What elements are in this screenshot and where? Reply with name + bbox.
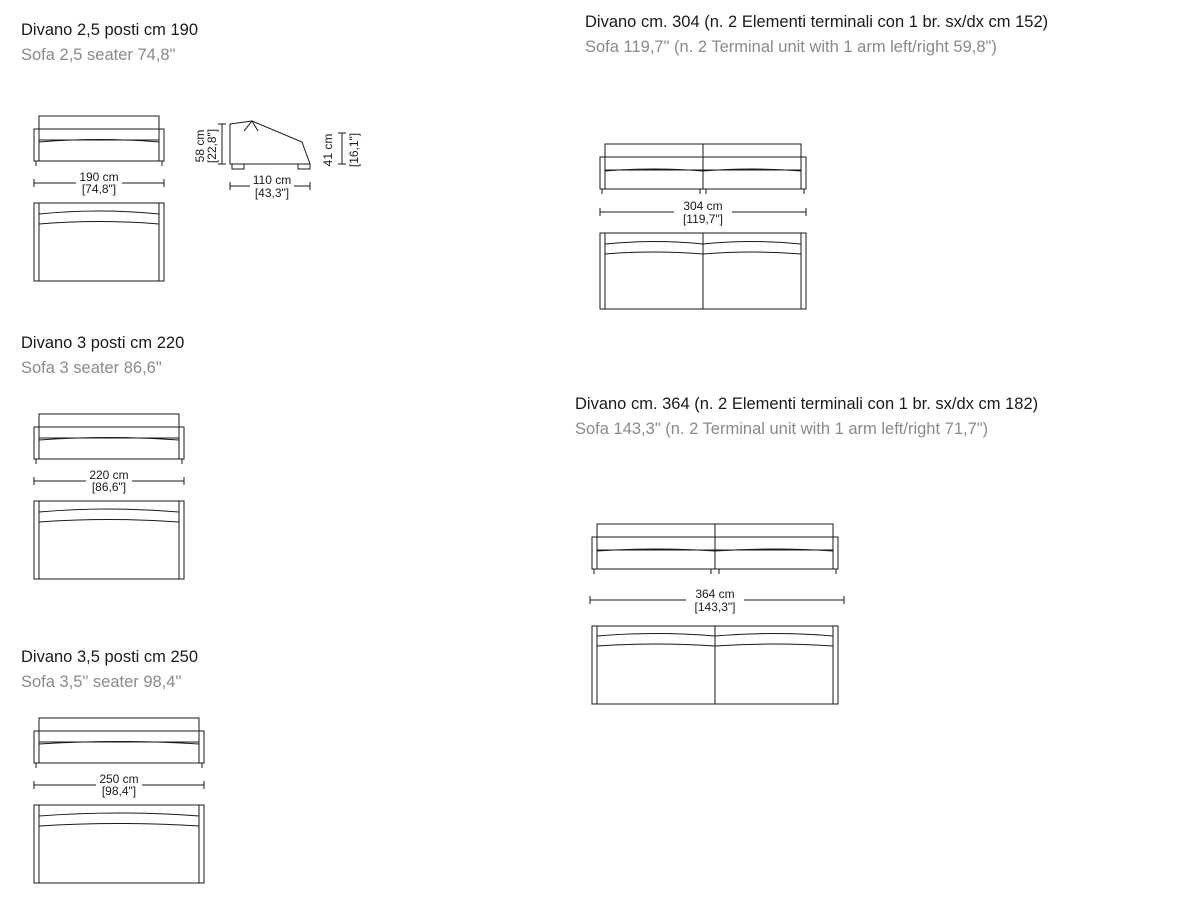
sofa-304-header: Divano cm. 304 (n. 2 Elementi terminali … — [585, 13, 1048, 57]
label-mask — [76, 172, 122, 196]
depth-in-label: [43,3"] — [255, 186, 289, 200]
plan-seat-line — [38, 823, 200, 827]
sofa-364-title: Divano cm. 364 (n. 2 Elementi terminali … — [575, 395, 1039, 413]
width-cm-label: 304 cm — [683, 199, 722, 213]
seat-outline — [33, 426, 185, 460]
sofa-3-seater-header: Divano 3 posti cm 220 Sofa 3 seater 86,6… — [21, 334, 184, 378]
label-mask — [86, 470, 132, 494]
width-in-label: [143,3"] — [695, 600, 736, 614]
sofa-3-5-front-view: 250 cm [98,4"] — [33, 717, 205, 884]
cushion-line — [38, 437, 180, 441]
width-cm-label: 364 cm — [695, 587, 734, 601]
sofa-3-title: Divano 3 posti cm 220 — [21, 334, 185, 352]
leg-right — [297, 163, 311, 170]
seat-outline — [33, 128, 165, 162]
width-cm-label: 190 cm — [79, 170, 118, 184]
label-mask — [96, 774, 142, 798]
sofa-2-5-seater-header: Divano 2,5 posti cm 190 Sofa 2,5 seater … — [21, 21, 198, 65]
sofa-364-front-view: 364 cm [143,3"] — [589, 523, 845, 705]
plan-view-outline — [33, 500, 185, 580]
width-in-label: [119,7"] — [683, 212, 723, 226]
plan-cushion-line — [38, 210, 160, 215]
depth-cm-label: 110 cm — [253, 173, 291, 187]
plan-seat-line — [38, 221, 160, 225]
backrest-outline — [38, 717, 200, 743]
label-mask — [674, 201, 732, 227]
plan-seat-line — [38, 519, 180, 523]
backrest-outline — [38, 413, 180, 439]
seat-outline — [33, 730, 205, 764]
leg-left — [231, 163, 245, 170]
sofa-3-5-subtitle: Sofa 3,5" seater 98,4" — [21, 673, 182, 691]
label-mask — [250, 174, 294, 200]
side-profile-outline — [229, 120, 311, 165]
sofa-3-5-title: Divano 3,5 posti cm 250 — [21, 648, 199, 666]
seat-height-in-label: [16,1"] — [347, 133, 361, 167]
sofa-364-subtitle: Sofa 143,3" (n. 2 Terminal unit with 1 a… — [575, 420, 989, 438]
sofa-3-front-view: 220 cm [86,6"] — [33, 413, 185, 580]
sofa-304-front-view: 304 cm [119,7"] — [599, 143, 807, 310]
height-in-label: [22,8"] — [205, 129, 219, 163]
sofa-2-5-title: Divano 2,5 posti cm 190 — [21, 21, 199, 39]
sofa-304-subtitle: Sofa 119,7" (n. 2 Terminal unit with 1 a… — [585, 38, 997, 56]
plan-view-outline — [33, 202, 165, 282]
headrest-detail — [243, 120, 259, 132]
sofa-2-5-front-view: 190 cm [74,8"] — [33, 115, 165, 282]
cushion-line — [38, 139, 160, 143]
plan-view-outline — [33, 804, 205, 884]
sofa-3-subtitle: Sofa 3 seater 86,6" — [21, 359, 162, 377]
width-cm-label: 220 cm — [89, 468, 128, 482]
width-in-label: [98,4"] — [102, 784, 136, 798]
sofa-2-5-subtitle: Sofa 2,5 seater 74,8" — [21, 46, 176, 64]
width-cm-label: 250 cm — [99, 772, 138, 786]
seat-height-cm-label: 41 cm — [321, 134, 335, 167]
width-in-label: [74,8"] — [82, 182, 116, 196]
width-in-label: [86,6"] — [92, 480, 126, 494]
sofa-364-header: Divano cm. 364 (n. 2 Elementi terminali … — [575, 395, 1038, 439]
plan-cushion-line — [38, 508, 180, 513]
sofa-304-title: Divano cm. 304 (n. 2 Elementi terminali … — [585, 13, 1049, 31]
backrest-outline — [38, 115, 160, 141]
height-cm-label: 58 cm — [193, 130, 207, 163]
sofa-2-5-side-view: 110 cm [43,3"] 58 cm [22,8"] 41 cm [16,1… — [193, 120, 361, 200]
label-mask — [686, 589, 744, 615]
cushion-line — [38, 741, 200, 745]
sofa-3-5-seater-header: Divano 3,5 posti cm 250 Sofa 3,5" seater… — [21, 648, 198, 692]
plan-cushion-line — [38, 812, 200, 817]
